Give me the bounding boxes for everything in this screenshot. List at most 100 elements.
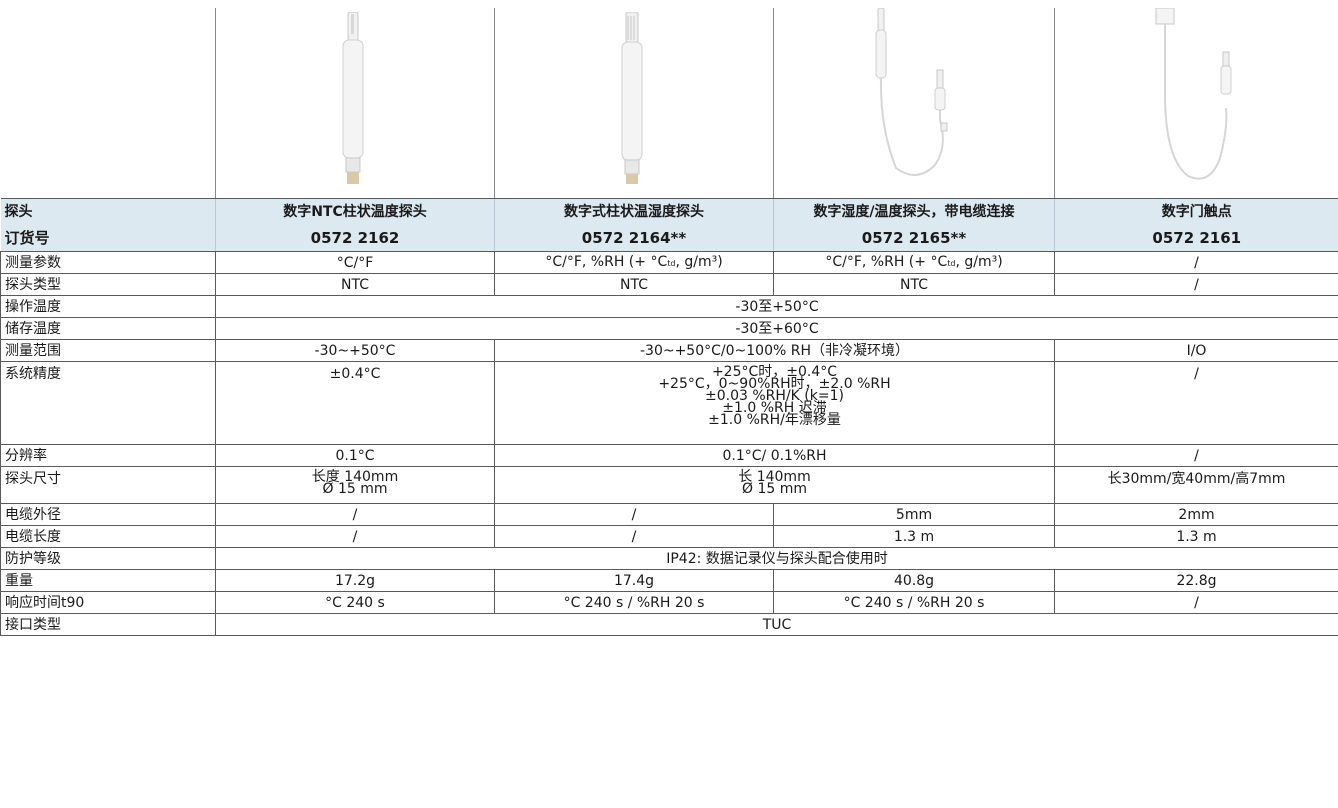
accuracy-line: +25°C时，±0.4°C <box>711 364 838 380</box>
cell: / <box>1054 361 1338 445</box>
order-number: 0572 2165** <box>773 224 1055 252</box>
row-label: 电缆外径 <box>0 503 216 526</box>
cell: / <box>1054 591 1338 614</box>
order-number: 0572 2162 <box>215 224 495 252</box>
cell-text: , g/m³) <box>675 253 723 270</box>
accuracy-line: ±0.03 %RH/K (k=1) <box>705 388 844 404</box>
dimension-line: Ø 15 mm <box>322 481 388 497</box>
row-label: 储存温度 <box>0 317 216 340</box>
dimension-line: 长度 140mm <box>311 469 399 485</box>
cell: 0.1°C <box>215 444 495 467</box>
probe-humidity-rod-image <box>621 12 643 184</box>
cell: / <box>494 503 774 526</box>
table-row: 测量参数 °C/°F °C/°F, %RH (+ °Ctd, g/m³) °C/… <box>0 251 1338 274</box>
cell: -30~+50°C <box>215 339 495 362</box>
cell: °C/°F <box>215 251 495 274</box>
accuracy-line: ±1.0 %RH/年漂移量 <box>708 412 841 428</box>
cell: / <box>1054 444 1338 467</box>
cell: TUC <box>215 613 1338 636</box>
table-row: 电缆外径 / / 5mm 2mm <box>0 503 1338 526</box>
row-label: 防护等级 <box>0 547 216 570</box>
table-row: 系统精度 ±0.4°C +25°C时，±0.4°C +25°C，0~90%RH时… <box>0 361 1338 445</box>
cell: NTC <box>215 273 495 296</box>
cell-text: , g/m³) <box>955 253 1003 270</box>
accuracy-line: +25°C，0~90%RH时，±2.0 %RH <box>658 376 891 392</box>
column-divider <box>215 8 216 198</box>
row-label: 接口类型 <box>0 613 216 636</box>
table-row: 电缆长度 / / 1.3 m 1.3 m <box>0 525 1338 548</box>
row-label: 响应时间t90 <box>0 591 216 614</box>
column-divider <box>494 8 495 198</box>
column-divider <box>773 8 774 198</box>
cell: °C/°F, %RH (+ °Ctd, g/m³) <box>773 251 1055 274</box>
cell: / <box>494 525 774 548</box>
probe-label: 探头 <box>0 198 216 224</box>
spec-table: 探头 数字NTC柱状温度探头 数字式柱状温湿度探头 数字湿度/温度探头，带电缆连… <box>0 198 1338 636</box>
cell: 长 140mm Ø 15 mm <box>494 466 1055 504</box>
row-label: 重量 <box>0 569 216 592</box>
cell: 0.1°C/ 0.1%RH <box>494 444 1055 467</box>
cell: NTC <box>494 273 774 296</box>
cell-text: °C/°F, %RH (+ °C <box>825 253 948 270</box>
cell: 40.8g <box>773 569 1055 592</box>
column-divider <box>1054 8 1055 198</box>
cell-text: °C/°F, %RH (+ °C <box>545 253 668 270</box>
cell: 1.3 m <box>773 525 1055 548</box>
table-row: 响应时间t90 °C 240 s °C 240 s / %RH 20 s °C … <box>0 591 1338 614</box>
row-label: 电缆长度 <box>0 525 216 548</box>
table-row: 探头尺寸 长度 140mm Ø 15 mm 长 140mm Ø 15 mm 长3… <box>0 466 1338 504</box>
table-row: 探头类型 NTC NTC NTC / <box>0 273 1338 296</box>
cell-subscript: td <box>947 258 956 268</box>
header-row-order: 订货号 0572 2162 0572 2164** 0572 2165** 05… <box>0 224 1338 252</box>
table-row: 重量 17.2g 17.4g 40.8g 22.8g <box>0 569 1338 592</box>
row-label: 操作温度 <box>0 295 216 318</box>
cell: °C 240 s / %RH 20 s <box>494 591 774 614</box>
order-number: 0572 2164** <box>494 224 774 252</box>
cell: 1.3 m <box>1054 525 1338 548</box>
cell: -30至+50°C <box>215 295 1338 318</box>
cell: 17.4g <box>494 569 774 592</box>
cell: ±0.4°C <box>215 361 495 445</box>
door-contact-image <box>1155 8 1232 180</box>
cell: -30至+60°C <box>215 317 1338 340</box>
cell: °C 240 s / %RH 20 s <box>773 591 1055 614</box>
cell: °C 240 s <box>215 591 495 614</box>
cell-subscript: td <box>667 258 676 268</box>
cell: / <box>1054 273 1338 296</box>
cell: 2mm <box>1054 503 1338 526</box>
row-label: 分辨率 <box>0 444 216 467</box>
cell: 5mm <box>773 503 1055 526</box>
product-name: 数字式柱状温湿度探头 <box>494 198 774 224</box>
cell: +25°C时，±0.4°C +25°C，0~90%RH时，±2.0 %RH ±0… <box>494 361 1055 445</box>
cell: / <box>215 503 495 526</box>
cell: 22.8g <box>1054 569 1338 592</box>
table-row: 防护等级 IP42: 数据记录仪与探头配合使用时 <box>0 547 1338 570</box>
order-label: 订货号 <box>0 224 216 252</box>
table-row: 分辨率 0.1°C 0.1°C/ 0.1%RH / <box>0 444 1338 467</box>
cell: 长30mm/宽40mm/高7mm <box>1054 466 1338 504</box>
accuracy-line: ±1.0 %RH 迟滞 <box>722 400 827 416</box>
dimension-line: Ø 15 mm <box>741 481 807 497</box>
cell: °C/°F, %RH (+ °Ctd, g/m³) <box>494 251 774 274</box>
cell: I/O <box>1054 339 1338 362</box>
row-label: 探头尺寸 <box>0 466 216 504</box>
cell: NTC <box>773 273 1055 296</box>
table-row: 操作温度 -30至+50°C <box>0 295 1338 318</box>
product-name: 数字NTC柱状温度探头 <box>215 198 495 224</box>
row-label: 测量参数 <box>0 251 216 274</box>
dimension-line: 长 140mm <box>738 469 811 485</box>
row-label: 探头类型 <box>0 273 216 296</box>
cell: 17.2g <box>215 569 495 592</box>
probe-ntc-rod-image <box>342 12 364 184</box>
cell: -30~+50°C/0~100% RH（非冷凝环境） <box>494 339 1055 362</box>
product-name: 数字湿度/温度探头，带电缆连接 <box>773 198 1055 224</box>
header-row-probe: 探头 数字NTC柱状温度探头 数字式柱状温湿度探头 数字湿度/温度探头，带电缆连… <box>0 198 1338 224</box>
cell: IP42: 数据记录仪与探头配合使用时 <box>215 547 1338 570</box>
probe-cable-image <box>875 8 948 176</box>
cell: 长度 140mm Ø 15 mm <box>215 466 495 504</box>
table-row: 储存温度 -30至+60°C <box>0 317 1338 340</box>
table-row: 接口类型 TUC <box>0 613 1338 636</box>
row-label: 系统精度 <box>0 361 216 445</box>
row-label: 测量范围 <box>0 339 216 362</box>
cell: / <box>215 525 495 548</box>
